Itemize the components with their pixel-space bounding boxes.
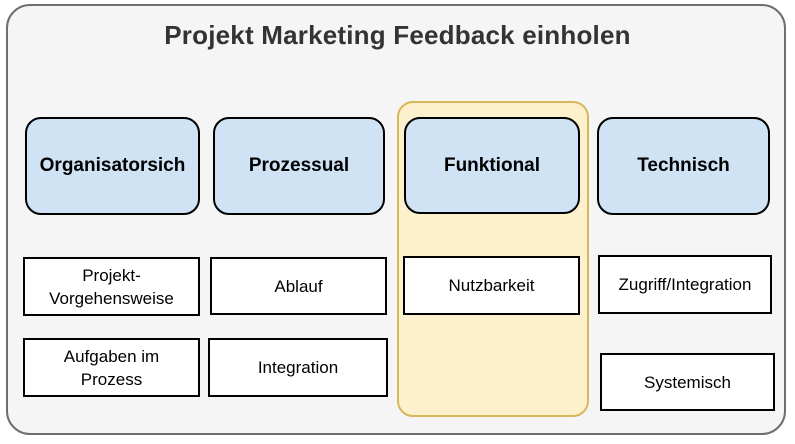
item-projekt-vorgehensweise: Projekt- Vorgehensweise (23, 257, 200, 316)
item-nutzbarkeit: Nutzbarkeit (403, 256, 580, 315)
item-aufgaben-im-prozess: Aufgaben im Prozess (23, 338, 200, 397)
item-systemisch: Systemisch (600, 353, 775, 411)
item-ablauf: Ablauf (210, 257, 387, 315)
item-integration: Integration (208, 338, 388, 397)
item-zugriff-integration: Zugriff/Integration (598, 255, 772, 314)
column-header-funktional: Funktional (404, 117, 580, 214)
column-header-technisch: Technisch (597, 117, 770, 215)
column-header-prozessual: Prozessual (213, 117, 385, 215)
diagram-title: Projekt Marketing Feedback einholen (164, 20, 631, 50)
column-header-organisatorsich: Organisatorsich (25, 117, 200, 215)
